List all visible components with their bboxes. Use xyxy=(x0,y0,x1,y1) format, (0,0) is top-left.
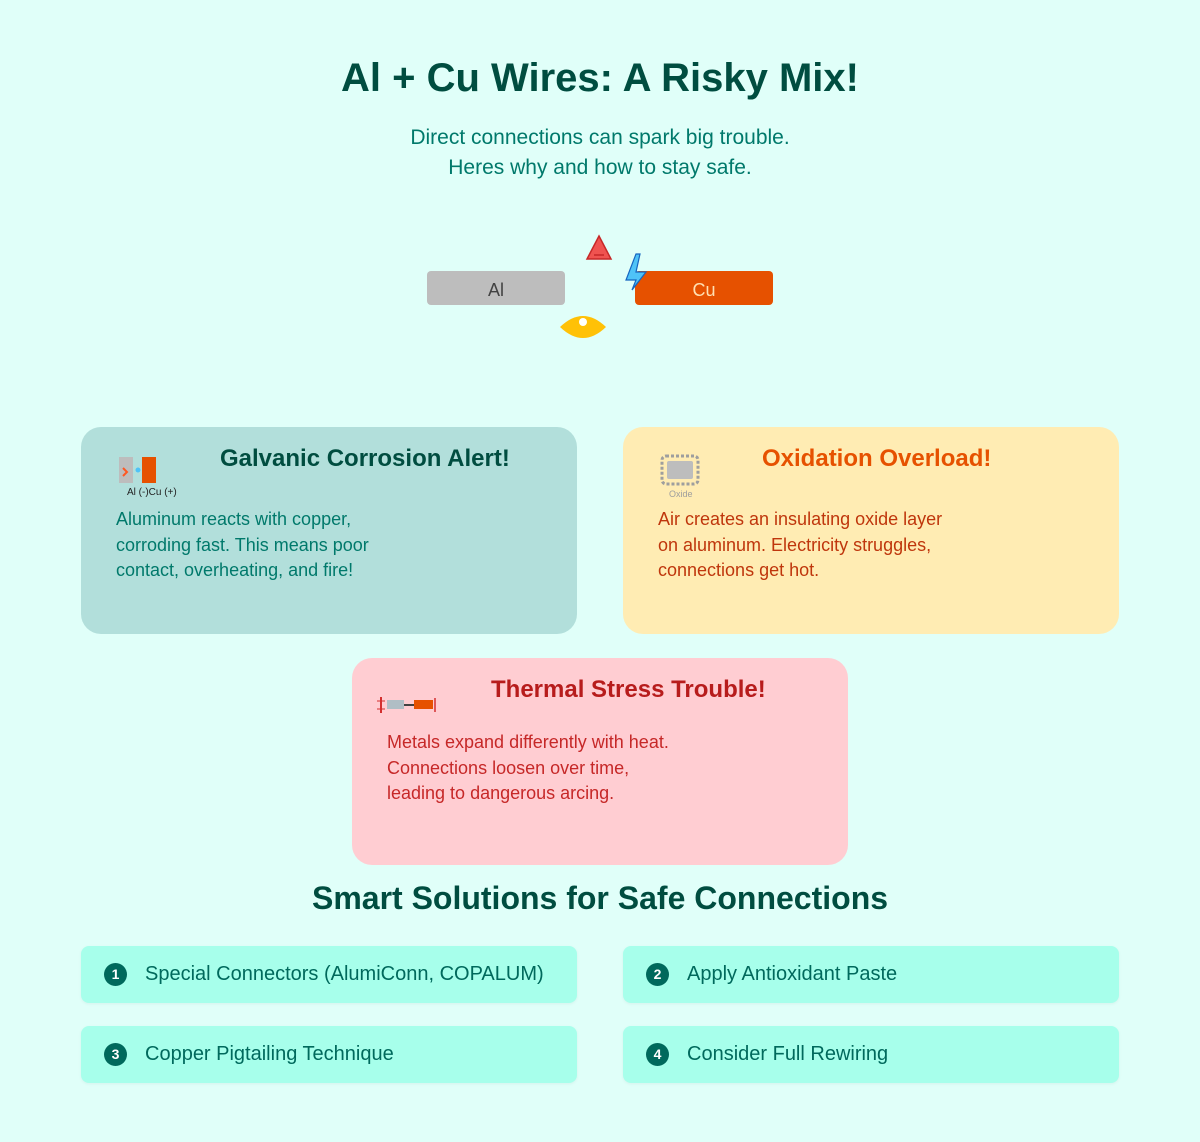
solution-label: Copper Pigtailing Technique xyxy=(145,1043,394,1065)
aluminum-wire: Al xyxy=(427,271,565,305)
eye-icon xyxy=(560,316,606,338)
solution-label: Apply Antioxidant Paste xyxy=(687,963,898,985)
galvanic-corrosion-card: Al (-)Cu (+) Galvanic Corrosion Alert! A… xyxy=(81,427,577,634)
solution-item: 2 Apply Antioxidant Paste xyxy=(623,946,1119,1003)
thermal-expansion-icon xyxy=(377,697,436,713)
thermal-stress-card: Thermal Stress Trouble! Metals expand di… xyxy=(352,658,848,865)
icon-caption: Oxide xyxy=(669,489,693,499)
warning-triangle-icon xyxy=(585,234,613,260)
card-title: Galvanic Corrosion Alert! xyxy=(220,445,510,472)
card-title: Oxidation Overload! xyxy=(762,445,992,472)
solutions-title: Smart Solutions for Safe Connections xyxy=(311,880,889,916)
card-body: Air creates an insulating oxide layer on… xyxy=(658,509,943,580)
number-badge: 3 xyxy=(104,1043,127,1066)
solution-label: Consider Full Rewiring xyxy=(687,1043,889,1065)
copper-wire: Cu xyxy=(635,271,773,305)
number-badge: 4 xyxy=(646,1043,669,1066)
page-title: Al + Cu Wires: A Risky Mix! xyxy=(341,56,859,100)
card-body: Metals expand differently with heat. Con… xyxy=(387,732,669,803)
icon-caption: Al (-)Cu (+) xyxy=(127,487,177,498)
solution-item: 4 Consider Full Rewiring xyxy=(623,1026,1119,1083)
number-badge: 2 xyxy=(646,963,669,986)
subtitle: Direct connections can spark big trouble… xyxy=(410,126,790,179)
number-badge: 1 xyxy=(104,963,127,986)
card-body: Aluminum reacts with copper, corroding f… xyxy=(116,509,369,580)
lightning-icon xyxy=(625,253,648,291)
solution-label: Special Connectors (AlumiConn, COPALUM) xyxy=(145,963,544,985)
oxide-layer-icon xyxy=(660,454,700,486)
oxidation-card: Oxide Oxidation Overload! Air creates an… xyxy=(623,427,1119,634)
galvanic-cell-icon xyxy=(119,457,156,483)
solution-item: 1 Special Connectors (AlumiConn, COPALUM) xyxy=(81,946,577,1003)
card-title: Thermal Stress Trouble! xyxy=(491,676,766,703)
solution-item: 3 Copper Pigtailing Technique xyxy=(81,1026,577,1083)
